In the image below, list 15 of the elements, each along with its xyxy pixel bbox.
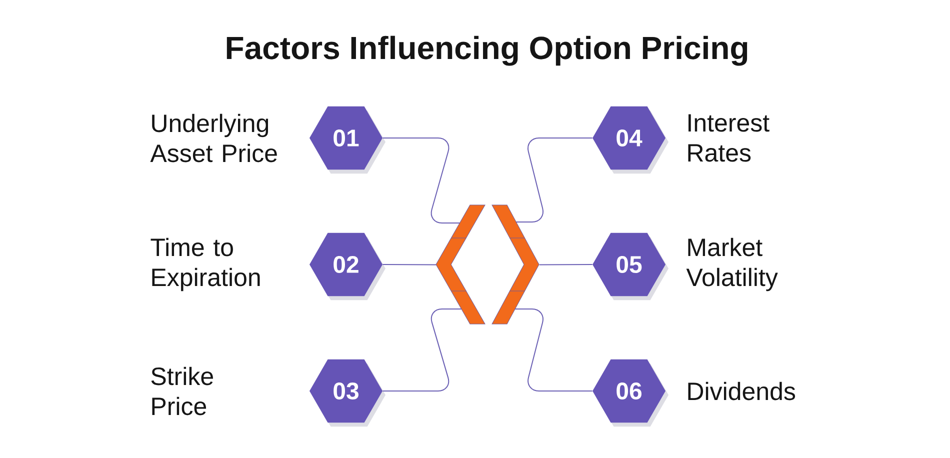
- title: Factors Influencing Option Pricing: [226, 36, 748, 66]
- connector: [382, 264, 436, 266]
- connector: [538, 264, 593, 266]
- chevron: [436, 204, 486, 324]
- factor-label: Market Volatility: [686, 238, 778, 292]
- factor-label: Interest Rates: [688, 114, 770, 162]
- connector: [514, 308, 593, 392]
- factor-label: Time to Expiration: [150, 238, 260, 292]
- chevron: [492, 204, 540, 324]
- connector: [382, 308, 462, 392]
- factor-label: Strike Price: [151, 366, 213, 416]
- factor-label: Dividends: [688, 382, 796, 400]
- factor-label: Underlying Asset Price: [150, 114, 277, 162]
- connector: [382, 138, 460, 224]
- connector: [516, 138, 593, 222]
